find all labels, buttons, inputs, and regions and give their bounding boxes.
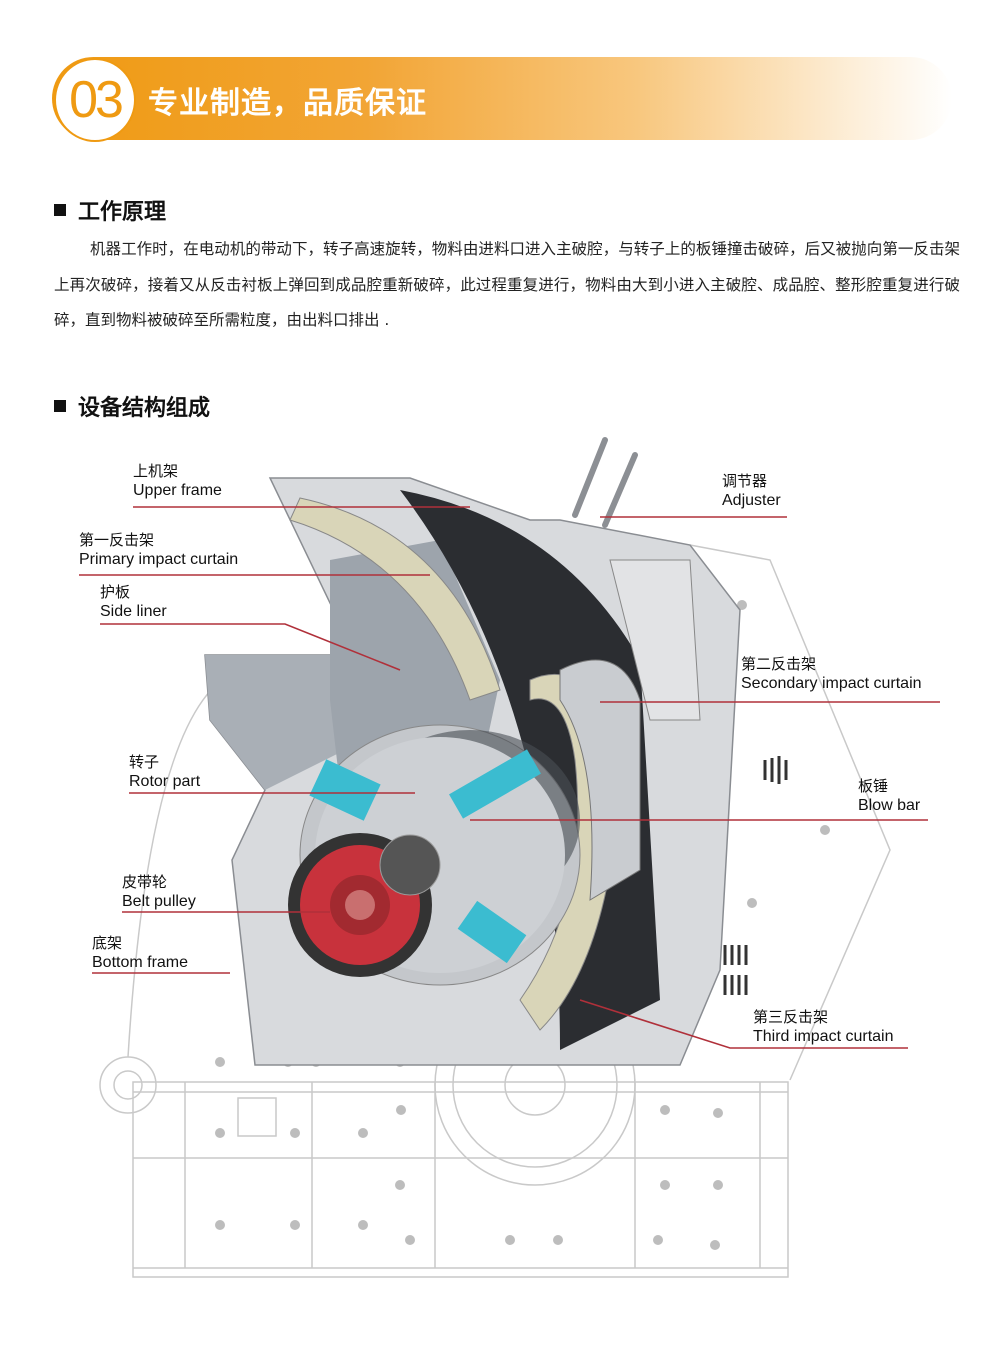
label-bottom-frame: 底架 Bottom frame <box>92 934 188 972</box>
label-cn: 第二反击架 <box>741 655 817 673</box>
label-secondary-impact-curtain: 第二反击架 Secondary impact curtain <box>741 655 922 693</box>
working-principle-paragraph: 机器工作时，在电动机的带动下，转子高速旋转，物料由进料口进入主破腔，与转子上的板… <box>54 240 960 329</box>
label-primary-impact-curtain: 第一反击架 Primary impact curtain <box>79 531 238 569</box>
label-cn: 护板 <box>100 583 131 601</box>
label-upper-frame: 上机架 Upper frame <box>133 462 222 500</box>
label-en: Belt pulley <box>122 893 196 910</box>
base-frame-drawing <box>99 544 891 1278</box>
label-en: Blow bar <box>858 797 921 814</box>
label-adjuster: 调节器 Adjuster <box>722 472 781 510</box>
bullet-square-icon <box>54 400 66 412</box>
label-third-impact-curtain: 第三反击架 Third impact curtain <box>753 1008 894 1046</box>
label-cn: 第三反击架 <box>753 1008 829 1026</box>
label-rotor-part: 转子 Rotor part <box>129 753 200 791</box>
section-heading-structure: 设备结构组成 <box>54 390 210 422</box>
impact-crusher-diagram <box>79 437 940 1278</box>
label-en: Bottom frame <box>92 954 189 971</box>
label-cn: 转子 <box>129 753 160 771</box>
section-banner <box>52 57 952 140</box>
banner-title: 专业制造，品质保证 <box>148 86 427 121</box>
label-en: Primary impact curtain <box>79 551 239 568</box>
label-side-liner: 护板 Side liner <box>100 583 167 621</box>
label-cn: 第一反击架 <box>79 531 155 549</box>
label-cn: 板锤 <box>858 777 889 795</box>
label-en: Rotor part <box>129 773 201 790</box>
section-heading-text: 工作原理 <box>78 200 167 225</box>
label-cn: 底架 <box>92 934 123 952</box>
label-belt-pulley: 皮带轮 Belt pulley <box>122 873 196 911</box>
label-en: Side liner <box>100 603 167 620</box>
label-blow-bar: 板锤 Blow bar <box>858 777 920 815</box>
bullet-square-icon <box>54 204 66 216</box>
crusher-body <box>204 437 788 1066</box>
section-heading-text: 设备结构组成 <box>78 396 211 421</box>
label-cn: 皮带轮 <box>122 873 168 891</box>
label-en: Upper frame <box>133 482 222 499</box>
section-number-badge: 03 <box>54 58 136 142</box>
section-heading-working-principle: 工作原理 <box>54 194 166 226</box>
leader-lines <box>79 506 940 1049</box>
label-en: Adjuster <box>722 492 781 509</box>
label-cn: 调节器 <box>722 472 768 490</box>
label-en: Third impact curtain <box>753 1028 894 1045</box>
label-cn: 上机架 <box>133 462 179 480</box>
label-en: Secondary impact curtain <box>741 675 922 692</box>
